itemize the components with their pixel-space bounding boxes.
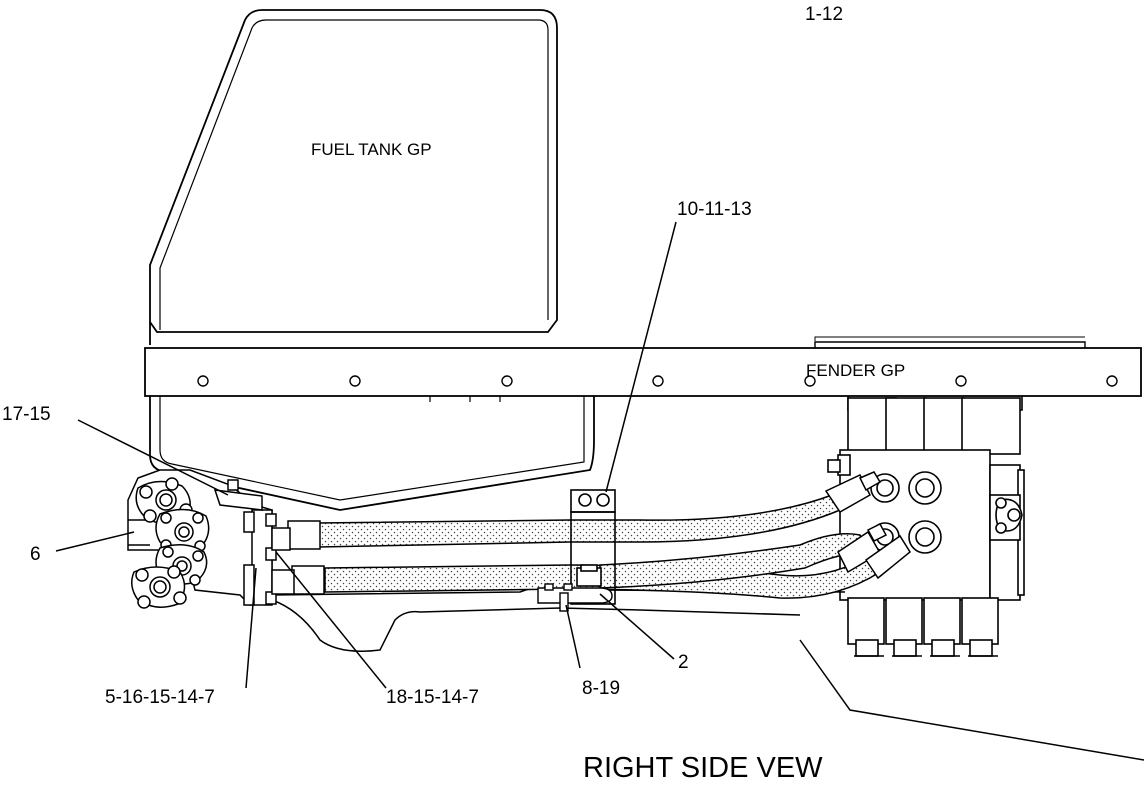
valve-bank	[827, 396, 1025, 657]
leader-lines	[55, 221, 677, 689]
hoses	[317, 494, 882, 599]
fender	[144, 336, 1142, 402]
right-flange	[995, 497, 1023, 534]
view-title: RIGHT SIDE VEW	[583, 752, 823, 780]
callout-10-11-13: 10-11-13	[677, 199, 752, 220]
bracket	[537, 583, 613, 612]
callout-18-15-14-7: 18-15-14-7	[386, 687, 479, 708]
frame-rail	[271, 584, 1144, 761]
hose-clamp	[570, 489, 616, 605]
callout-17-15: 17-15	[2, 404, 51, 425]
fuel-tank-label: FUEL TANK GP	[311, 140, 432, 159]
hose-fittings	[287, 471, 911, 595]
callout-8-19: 8-19	[582, 678, 620, 699]
valve-sections-lower	[847, 597, 999, 657]
pump-flanges	[131, 477, 210, 609]
fender-bolt-holes	[197, 375, 1118, 387]
callout-5-16-15-14-7: 5-16-15-14-7	[105, 687, 215, 708]
fender-label: FENDER GP	[806, 361, 905, 380]
callout-1-12: 1-12	[805, 4, 843, 25]
callout-6: 6	[30, 544, 41, 565]
fuel-tank	[149, 9, 595, 511]
callout-2: 2	[678, 652, 689, 673]
